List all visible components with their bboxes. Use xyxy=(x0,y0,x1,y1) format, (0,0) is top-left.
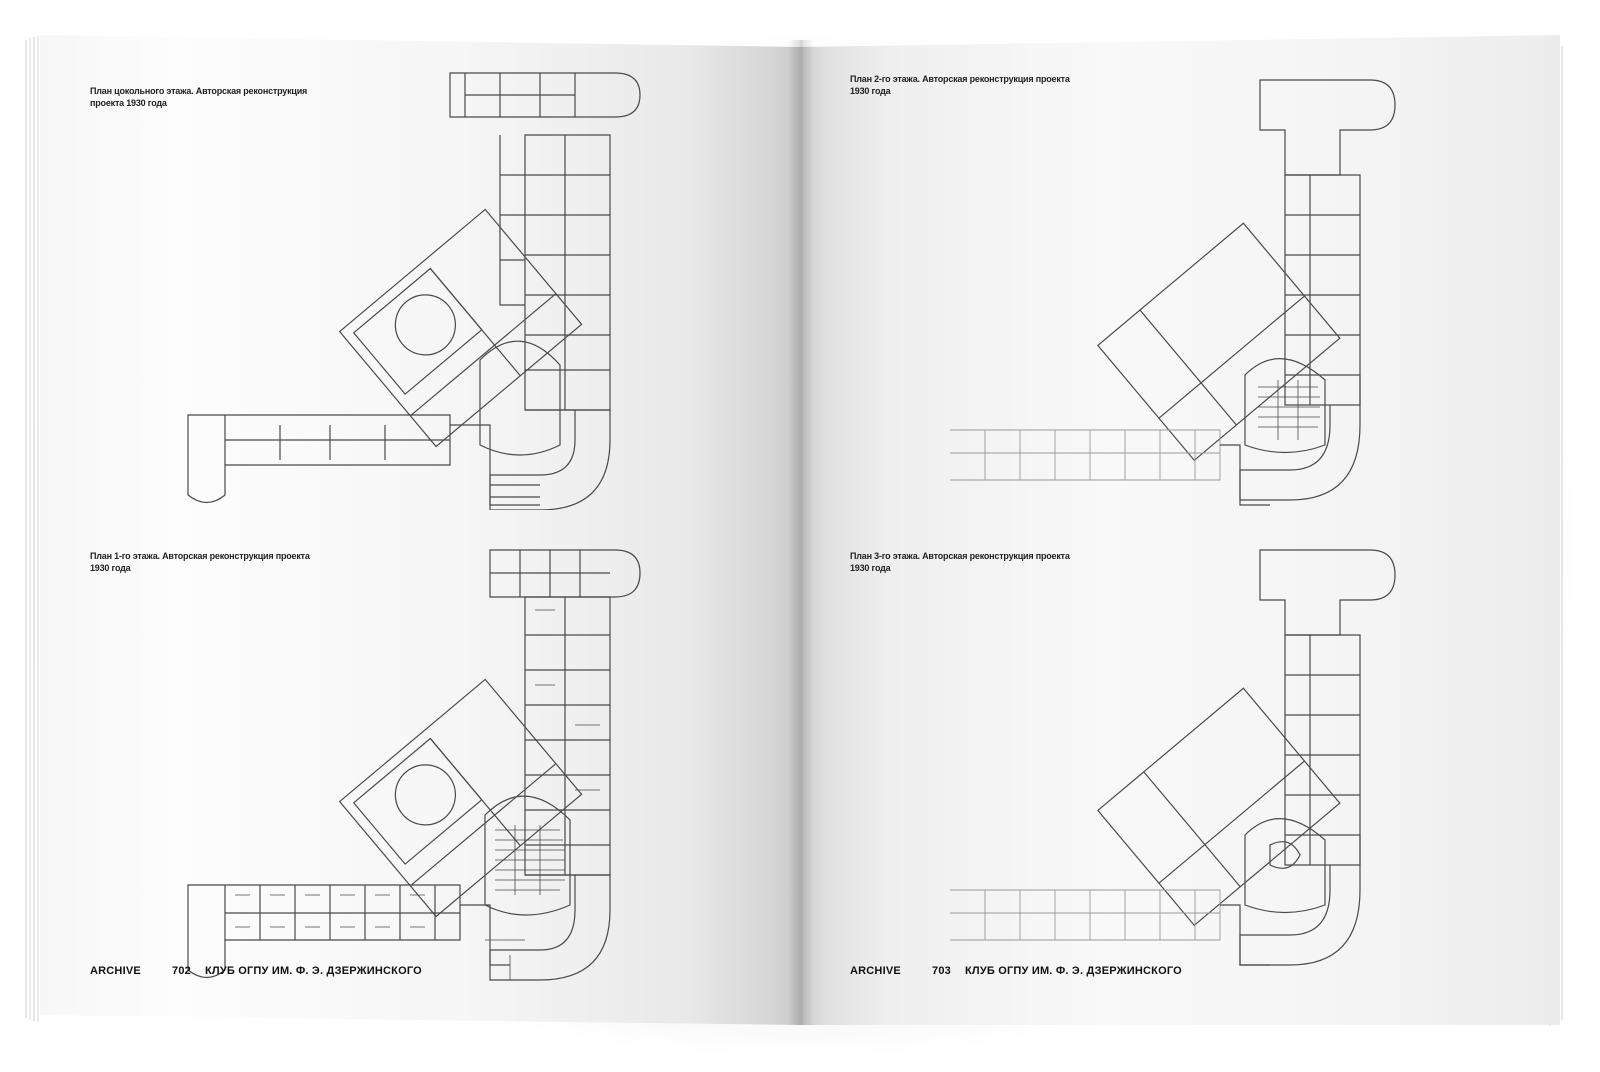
caption-basement-plan: План цокольного этажа. Авторская реконст… xyxy=(90,86,308,108)
left-page: План цокольного этажа. Авторская реконст… xyxy=(40,35,800,1025)
left-footer-page-number: 702 xyxy=(172,965,191,977)
left-page-edges xyxy=(25,36,39,1022)
right-footer-title: КЛУБ ОГПУ ИМ. Ф. Э. ДЗЕРЖИНСКОГО xyxy=(965,965,1182,977)
caption-first-floor-plan: План 1-го этажа. Авторская реконструкция… xyxy=(90,551,310,573)
floor-plan-basement xyxy=(180,65,680,510)
left-footer-title: КЛУБ ОГПУ ИМ. Ф. Э. ДЗЕРЖИНСКОГО xyxy=(205,965,422,977)
right-page: План 2-го этажа. Авторская реконструкция… xyxy=(800,35,1560,1025)
left-footer-section: ARCHIVE xyxy=(90,965,141,977)
caption-third-floor-plan: План 3-го этажа. Авторская реконструкция… xyxy=(850,551,1070,573)
right-footer-page-number: 703 xyxy=(932,965,951,977)
book-spine-gutter xyxy=(788,40,814,1025)
floor-plan-first-floor xyxy=(180,545,680,985)
floor-plan-third-floor xyxy=(940,545,1440,985)
floor-plan-second-floor xyxy=(940,75,1440,515)
right-footer-section: ARCHIVE xyxy=(850,965,901,977)
caption-second-floor-plan: План 2-го этажа. Авторская реконструкция… xyxy=(850,74,1070,96)
